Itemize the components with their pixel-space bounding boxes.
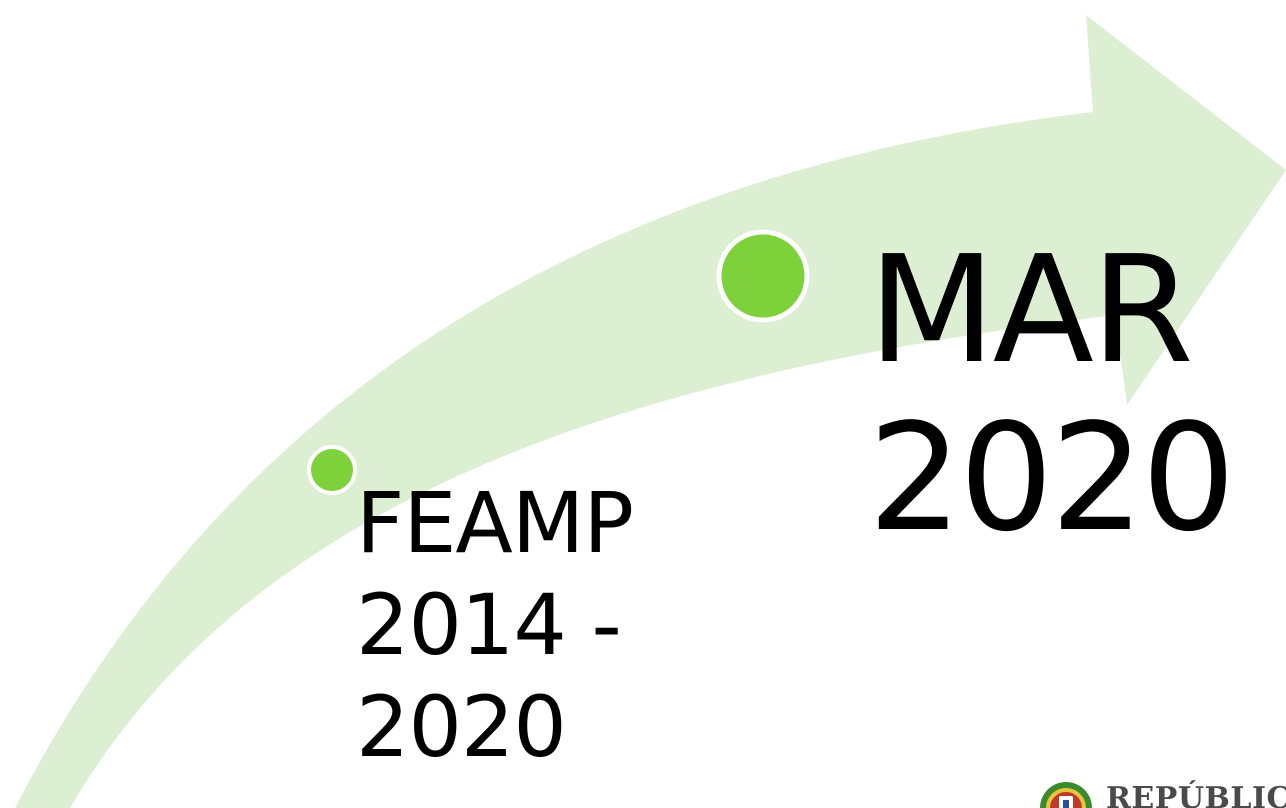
- timeline-arrow-shape: [15, 15, 1286, 808]
- milestone-label-line: 2020: [868, 392, 1236, 564]
- milestone-label-mar: MAR 2020: [868, 224, 1236, 564]
- portugal-coat-of-arms-icon: [1040, 782, 1092, 808]
- milestone-label-line: MAR: [868, 224, 1194, 396]
- milestone-label-line: 2014 -: [356, 576, 622, 674]
- republica-logo: REPÚBLICA: [1036, 780, 1286, 808]
- logo-text: REPÚBLICA: [1106, 781, 1286, 808]
- milestone-label-line: FEAMP: [356, 474, 634, 572]
- milestone-label-feamp: FEAMP 2014 - 2020: [356, 472, 634, 778]
- milestone-label-line: 2020: [356, 678, 567, 776]
- milestone-dot-1: [307, 445, 357, 495]
- milestone-dot-2: [716, 229, 810, 323]
